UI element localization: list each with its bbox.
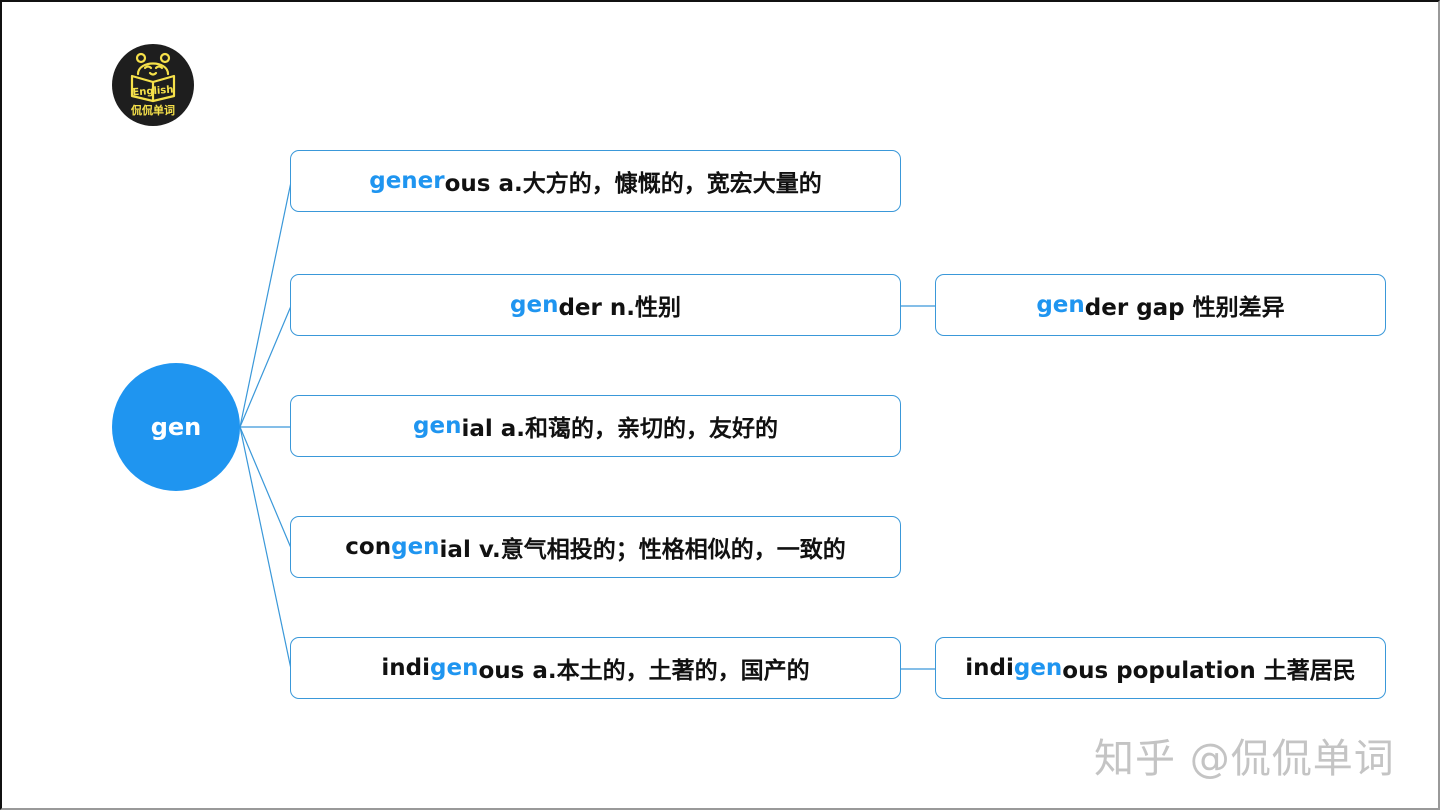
root-highlight: gen [391,534,440,560]
phrase-definition: ous population 土著居民 [1062,658,1356,684]
root-highlight: gener [369,168,445,194]
root-node-gen[interactable]: gen [112,363,240,491]
brand-caption: 侃侃单词 [131,104,175,117]
phrase-definition: der gap 性别差异 [1084,295,1285,321]
root-highlight: gen [413,413,462,439]
word-definition: ial a.和蔼的，亲切的，友好的 [461,416,778,442]
word-prefix: indi [381,655,431,681]
root-highlight: gen [1013,655,1063,681]
root-highlight: gen [1036,292,1085,318]
root-label: gen [150,413,202,441]
word-definition: ial v.意气相投的；性格相似的，一致的 [439,537,846,563]
root-highlight: gen [510,292,559,318]
word-definition: ous a.大方的，慷慨的，宽宏大量的 [444,171,822,197]
phrase-prefix: indi [965,655,1014,681]
watermark: 知乎 @侃侃单词 [1094,736,1395,782]
svg-text:English: English [132,85,174,99]
brand-logo: English 侃侃单词 [112,44,194,126]
word-prefix: con [345,534,392,560]
word-definition: ous a.本土的，土著的，国产的 [478,658,810,684]
root-highlight: gen [430,655,479,681]
panda-reading-icon: English [130,52,176,103]
word-definition: der n.性别 [558,295,681,321]
